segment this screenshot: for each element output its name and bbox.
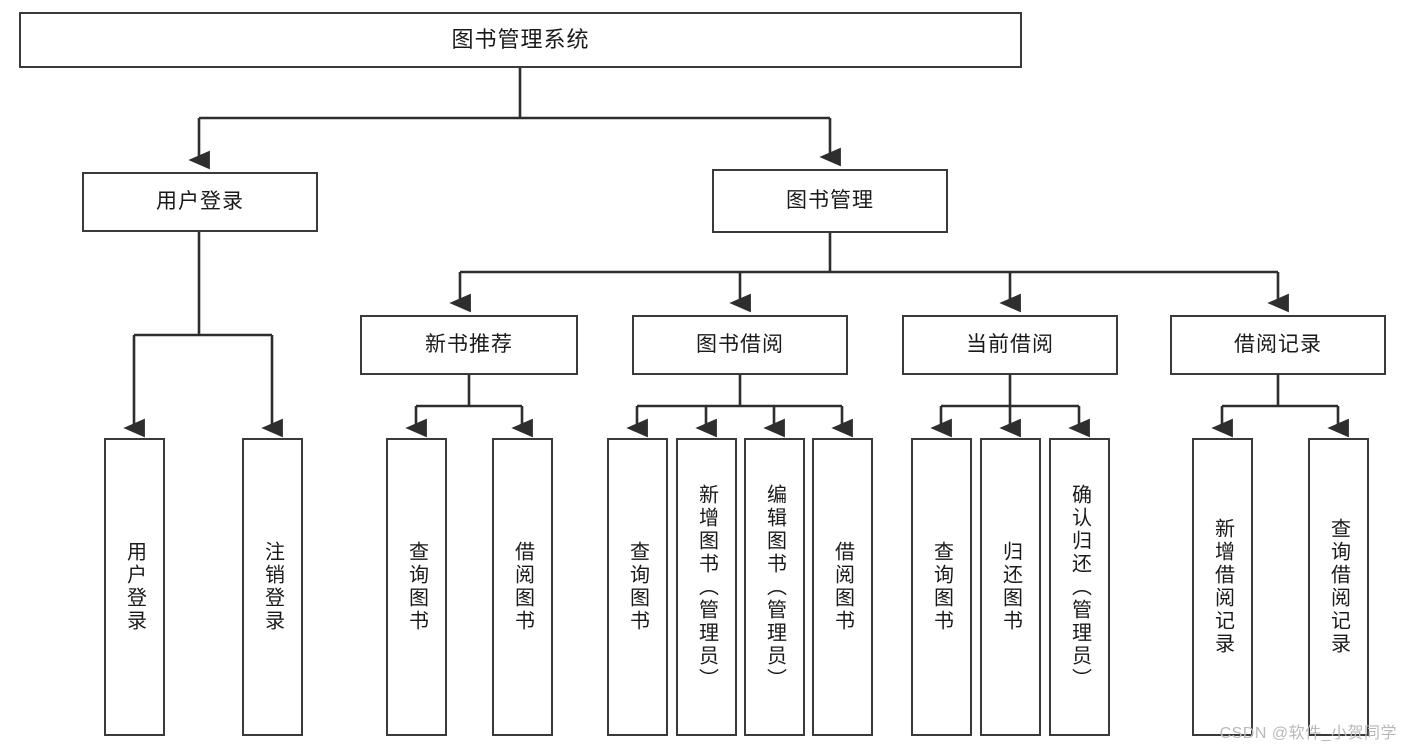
node-book-manage[interactable]: 图书管理	[712, 169, 948, 233]
node-leaf-add-record[interactable]: 新增借阅记录	[1192, 438, 1253, 736]
node-leaf-add-record-label: 新增借阅记录	[1211, 518, 1234, 656]
node-borrow-record[interactable]: 借阅记录	[1170, 315, 1386, 375]
node-root-label: 图书管理系统	[451, 26, 590, 52]
node-leaf-query-book-3-label: 查询图书	[930, 541, 953, 633]
node-book-borrow-label: 图书借阅	[696, 333, 784, 357]
node-leaf-confirm-return-label: 确认归还（管理员）	[1068, 483, 1091, 691]
node-leaf-query-record[interactable]: 查询借阅记录	[1308, 438, 1369, 736]
node-leaf-query-book-2-label: 查询图书	[626, 541, 649, 633]
node-leaf-query-book-3[interactable]: 查询图书	[911, 438, 972, 736]
watermark: CSDN @软件_小贺同学	[1219, 725, 1397, 742]
node-leaf-return-book-label: 归还图书	[999, 541, 1022, 633]
node-leaf-return-book[interactable]: 归还图书	[980, 438, 1041, 736]
node-leaf-add-book-label: 新增图书（管理员）	[695, 483, 718, 691]
node-leaf-add-book[interactable]: 新增图书（管理员）	[676, 438, 737, 736]
node-leaf-edit-book-label: 编辑图书（管理员）	[763, 483, 786, 691]
node-book-borrow[interactable]: 图书借阅	[632, 315, 848, 375]
node-leaf-edit-book[interactable]: 编辑图书（管理员）	[744, 438, 805, 736]
node-leaf-borrow-book-2-label: 借阅图书	[831, 541, 854, 633]
node-book-manage-label: 图书管理	[786, 189, 874, 213]
node-leaf-logout[interactable]: 注销登录	[242, 438, 303, 736]
node-borrow-record-label: 借阅记录	[1234, 333, 1322, 357]
node-leaf-user-login-label: 用户登录	[123, 541, 146, 633]
node-leaf-confirm-return[interactable]: 确认归还（管理员）	[1049, 438, 1110, 736]
node-user-login[interactable]: 用户登录	[82, 172, 318, 232]
node-leaf-user-login[interactable]: 用户登录	[104, 438, 165, 736]
node-root[interactable]: 图书管理系统	[19, 12, 1022, 68]
node-leaf-query-book-1[interactable]: 查询图书	[386, 438, 447, 736]
node-leaf-query-book-1-label: 查询图书	[405, 541, 428, 633]
node-new-book-recommend-label: 新书推荐	[425, 333, 513, 357]
node-current-borrow[interactable]: 当前借阅	[902, 315, 1118, 375]
node-current-borrow-label: 当前借阅	[966, 333, 1054, 357]
node-new-book-recommend[interactable]: 新书推荐	[360, 315, 578, 375]
node-leaf-borrow-book-1[interactable]: 借阅图书	[492, 438, 553, 736]
node-leaf-query-book-2[interactable]: 查询图书	[607, 438, 668, 736]
node-leaf-logout-label: 注销登录	[261, 541, 284, 633]
node-leaf-query-record-label: 查询借阅记录	[1327, 518, 1350, 656]
node-leaf-borrow-book-2[interactable]: 借阅图书	[812, 438, 873, 736]
node-leaf-borrow-book-1-label: 借阅图书	[511, 541, 534, 633]
node-user-login-label: 用户登录	[156, 190, 244, 214]
